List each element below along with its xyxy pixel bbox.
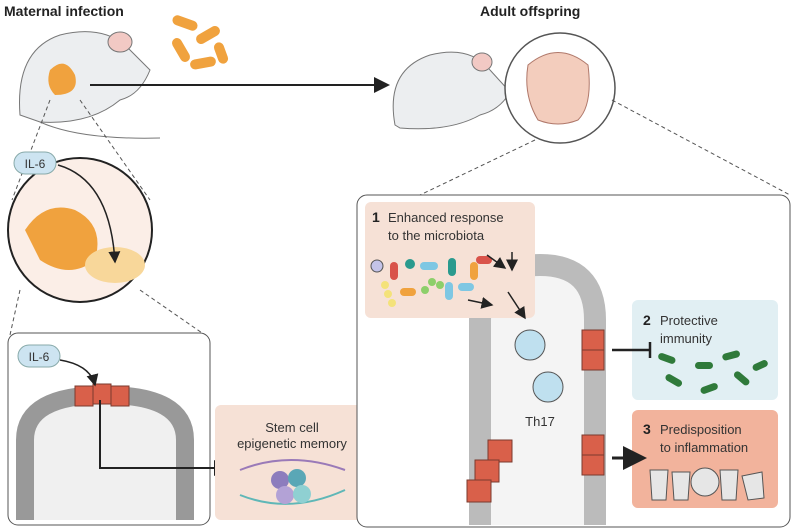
panel1-title-2: to the microbiota xyxy=(388,228,485,243)
stem-cell-memory-panel xyxy=(215,405,370,520)
panel3-title-1: Predisposition xyxy=(660,422,742,437)
title-adult-offspring: Adult offspring xyxy=(480,3,580,19)
stem-cell-label-2: epigenetic memory xyxy=(237,436,347,451)
th17-cell xyxy=(514,329,546,361)
il6-label-bottom: IL-6 xyxy=(29,350,50,364)
embryo-icon xyxy=(25,207,98,270)
il6-badge-top xyxy=(13,151,57,175)
panel-predisposition-inflammation xyxy=(632,410,778,508)
microbiota-icon xyxy=(370,256,492,307)
panel3-title-2: to inflammation xyxy=(660,440,748,455)
panel1-title-1: Enhanced response xyxy=(388,210,504,225)
chromatin-icon xyxy=(239,459,346,505)
th17-cell xyxy=(532,371,564,403)
title-maternal-infection: Maternal infection xyxy=(4,3,124,19)
il6-label-top: IL-6 xyxy=(25,157,46,171)
pregnant-mouse-illustration xyxy=(19,31,161,139)
intestine-icon xyxy=(526,52,590,125)
panel3-number: 3 xyxy=(643,421,651,437)
offspring-mouse-illustration xyxy=(392,51,511,130)
panel2-title-1: Protective xyxy=(660,313,718,328)
il6-badge-bottom xyxy=(17,344,61,368)
stem-cells xyxy=(74,383,130,407)
damaged-epithelium-icon xyxy=(649,467,765,501)
th17-label: Th17 xyxy=(525,414,555,429)
pathogen-bacteria-icon xyxy=(658,350,768,394)
panel1-number: 1 xyxy=(372,209,380,225)
panel2-number: 2 xyxy=(643,312,651,328)
stem-cell-label-1: Stem cell xyxy=(265,420,319,435)
crypt-epithelium xyxy=(16,385,194,520)
panel2-title-2: immunity xyxy=(660,331,713,346)
bacteria-icon xyxy=(172,15,229,70)
stem-derived-cells xyxy=(466,329,605,503)
